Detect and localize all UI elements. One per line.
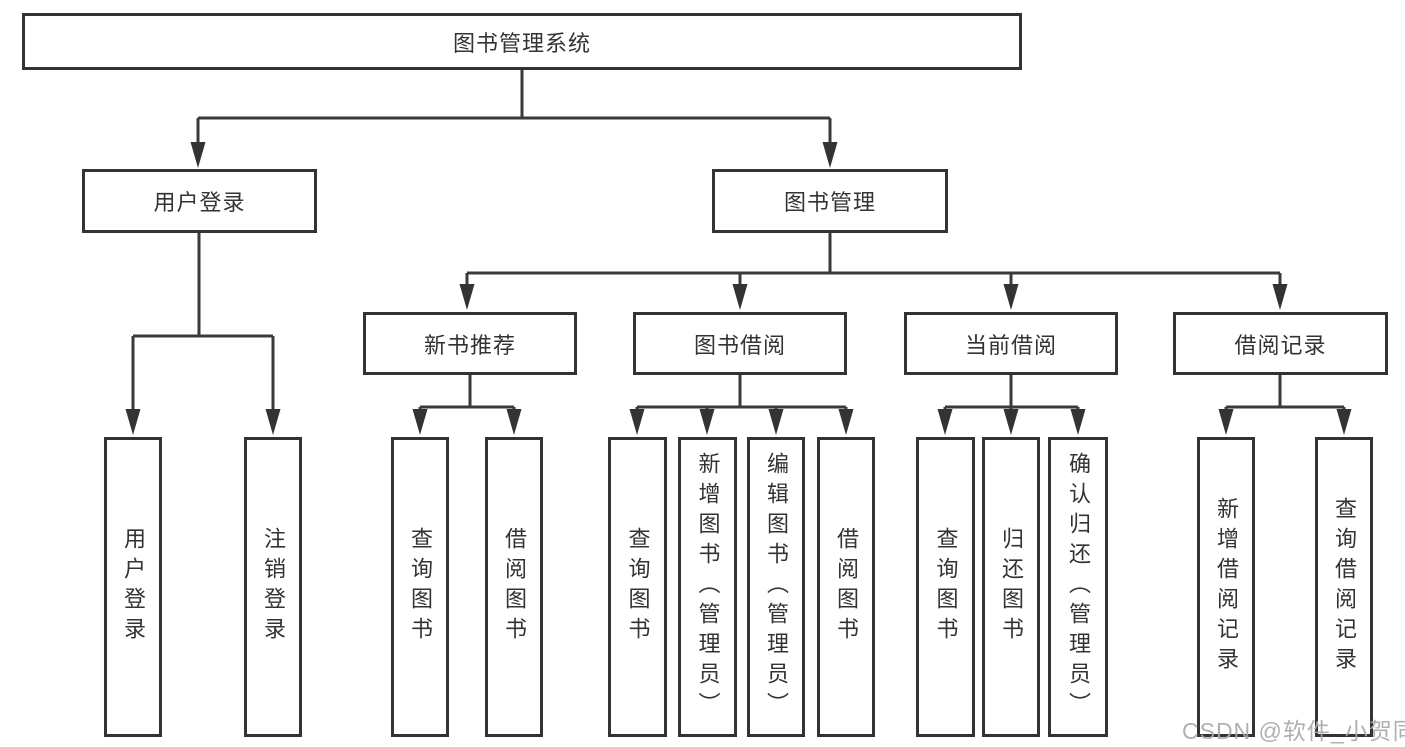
node-label: 用户登录 bbox=[153, 190, 246, 215]
leaf-add-borrow-record: 新增借阅记录 bbox=[1197, 437, 1255, 737]
leaf-query-borrow-record: 查询借阅记录 bbox=[1315, 437, 1373, 737]
node-current-borrowing: 当前借阅 bbox=[904, 312, 1118, 375]
leaf-edit-books-admin: 编辑图书（管理员） bbox=[747, 437, 805, 737]
node-book-management: 图书管理 bbox=[712, 169, 948, 233]
connector-user-login-children bbox=[131, 233, 275, 412]
arrow-down-icon bbox=[1070, 409, 1086, 435]
leaf-label: 新增借阅记录 bbox=[1214, 497, 1239, 677]
node-label: 图书借阅 bbox=[693, 332, 786, 358]
arrow-down-icon bbox=[459, 284, 475, 310]
arrow-down-icon bbox=[732, 284, 748, 310]
node-borrowing-records: 借阅记录 bbox=[1173, 312, 1388, 375]
node-label: 图书管理 bbox=[783, 190, 876, 215]
arrow-down-icon bbox=[265, 409, 281, 435]
node-label: 借阅记录 bbox=[1234, 332, 1327, 358]
arrow-down-icon bbox=[506, 409, 522, 435]
leaf-label: 注销登录 bbox=[261, 527, 286, 647]
csdn-watermark: CSDN @软件_小贺同学 bbox=[1182, 718, 1405, 744]
node-book-management-system: 图书管理系统 bbox=[22, 13, 1022, 70]
leaf-label: 查询图书 bbox=[933, 527, 959, 647]
connector-book-management-children bbox=[465, 233, 1282, 288]
arrow-down-icon bbox=[699, 409, 715, 435]
leaf-user-login: 用户登录 bbox=[104, 437, 162, 737]
arrow-down-icon bbox=[937, 409, 953, 435]
leaf-query-books-current: 查询图书 bbox=[916, 437, 975, 737]
leaf-label: 查询图书 bbox=[625, 527, 651, 647]
connector-current-borrowing-children bbox=[943, 375, 1080, 413]
leaf-label: 借阅图书 bbox=[502, 527, 527, 647]
arrow-down-icon bbox=[1336, 409, 1352, 435]
leaf-query-books-recommend: 查询图书 bbox=[391, 437, 449, 737]
arrow-down-icon bbox=[822, 142, 838, 168]
node-new-book-recommend: 新书推荐 bbox=[363, 312, 577, 375]
node-user-login: 用户登录 bbox=[82, 169, 317, 233]
leaf-logout-login: 注销登录 bbox=[244, 437, 302, 737]
arrow-down-icon bbox=[125, 409, 141, 435]
leaf-return-books: 归还图书 bbox=[982, 437, 1040, 737]
node-book-borrowing: 图书借阅 bbox=[633, 312, 847, 375]
leaf-label: 确认归还（管理员） bbox=[1066, 452, 1091, 722]
arrow-down-icon bbox=[1218, 409, 1234, 435]
arrow-down-icon bbox=[629, 409, 645, 435]
leaf-label: 归还图书 bbox=[999, 527, 1024, 647]
leaf-label: 用户登录 bbox=[121, 527, 146, 647]
node-label: 新书推荐 bbox=[423, 332, 516, 358]
leaf-label: 查询借阅记录 bbox=[1332, 497, 1357, 677]
arrow-down-icon bbox=[412, 409, 428, 435]
node-label: 当前借阅 bbox=[964, 332, 1057, 358]
arrowhead-icons bbox=[125, 142, 1352, 435]
arrow-down-icon bbox=[1003, 284, 1019, 310]
arrow-down-icon bbox=[190, 142, 206, 168]
leaf-add-books-admin: 新增图书（管理员） bbox=[678, 437, 737, 737]
leaf-query-books-borrowing: 查询图书 bbox=[608, 437, 667, 737]
leaf-label: 借阅图书 bbox=[834, 527, 859, 647]
leaf-label: 查询图书 bbox=[408, 527, 433, 647]
leaf-confirm-return-admin: 确认归还（管理员） bbox=[1048, 437, 1108, 737]
leaf-borrow-books-borrowing: 借阅图书 bbox=[817, 437, 875, 737]
arrow-down-icon bbox=[1003, 409, 1019, 435]
arrow-down-icon bbox=[1272, 284, 1288, 310]
arrow-down-icon bbox=[838, 409, 854, 435]
node-label: 图书管理系统 bbox=[452, 30, 591, 56]
connector-book-borrowing-children bbox=[635, 375, 848, 413]
leaf-borrow-books-recommend: 借阅图书 bbox=[485, 437, 543, 737]
connector-borrowing-records-children bbox=[1224, 375, 1346, 413]
leaf-label: 新增图书（管理员） bbox=[695, 452, 721, 722]
connector-new-book-recommend-children bbox=[418, 375, 516, 413]
arrow-down-icon bbox=[768, 409, 784, 435]
connector-root-to-level2 bbox=[196, 70, 832, 146]
leaf-label: 编辑图书（管理员） bbox=[764, 452, 789, 722]
